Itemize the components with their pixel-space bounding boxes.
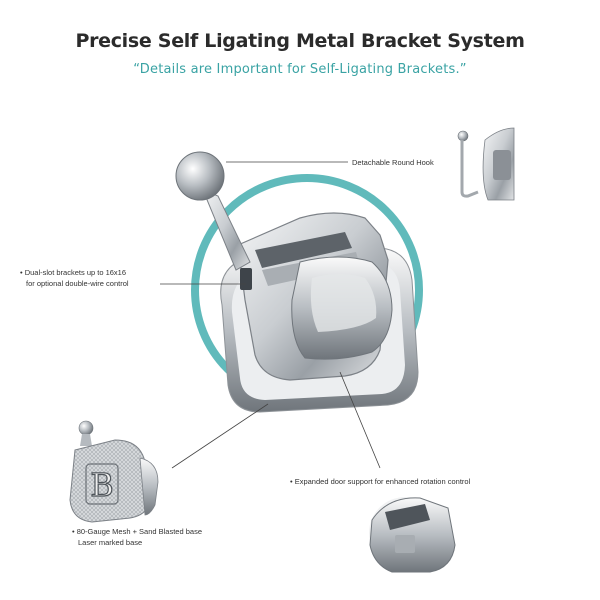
bracket-body bbox=[237, 212, 393, 381]
callout-dual-slot-line1: • Dual-slot brackets up to 16x16 bbox=[20, 268, 127, 277]
callout-mesh-base: • 80-Gauge Mesh + Sand Blasted base Lase… bbox=[72, 526, 202, 548]
page-subtitle: “Details are Important for Self-Ligating… bbox=[133, 62, 467, 77]
mesh-base: B bbox=[69, 420, 159, 523]
inset-hook-detail bbox=[457, 126, 516, 202]
base-laser-mark: B bbox=[90, 466, 114, 504]
callout-door-support: • Expanded door support for enhanced rot… bbox=[290, 477, 471, 486]
leader-lines bbox=[160, 161, 381, 469]
inset-door-detail bbox=[369, 497, 456, 573]
page-title: Precise Self Ligating Metal Bracket Syst… bbox=[75, 30, 525, 52]
callout-dual-slot-line2: for optional double-wire control bbox=[26, 279, 129, 288]
callout-dual-slot: • Dual-slot brackets up to 16x16 for opt… bbox=[20, 267, 129, 289]
callout-hook: Detachable Round Hook bbox=[352, 158, 434, 167]
callout-mesh-line2: Laser marked base bbox=[78, 538, 143, 547]
round-hook bbox=[175, 151, 251, 271]
callout-mesh-line1: • 80-Gauge Mesh + Sand Blasted base bbox=[72, 527, 203, 536]
